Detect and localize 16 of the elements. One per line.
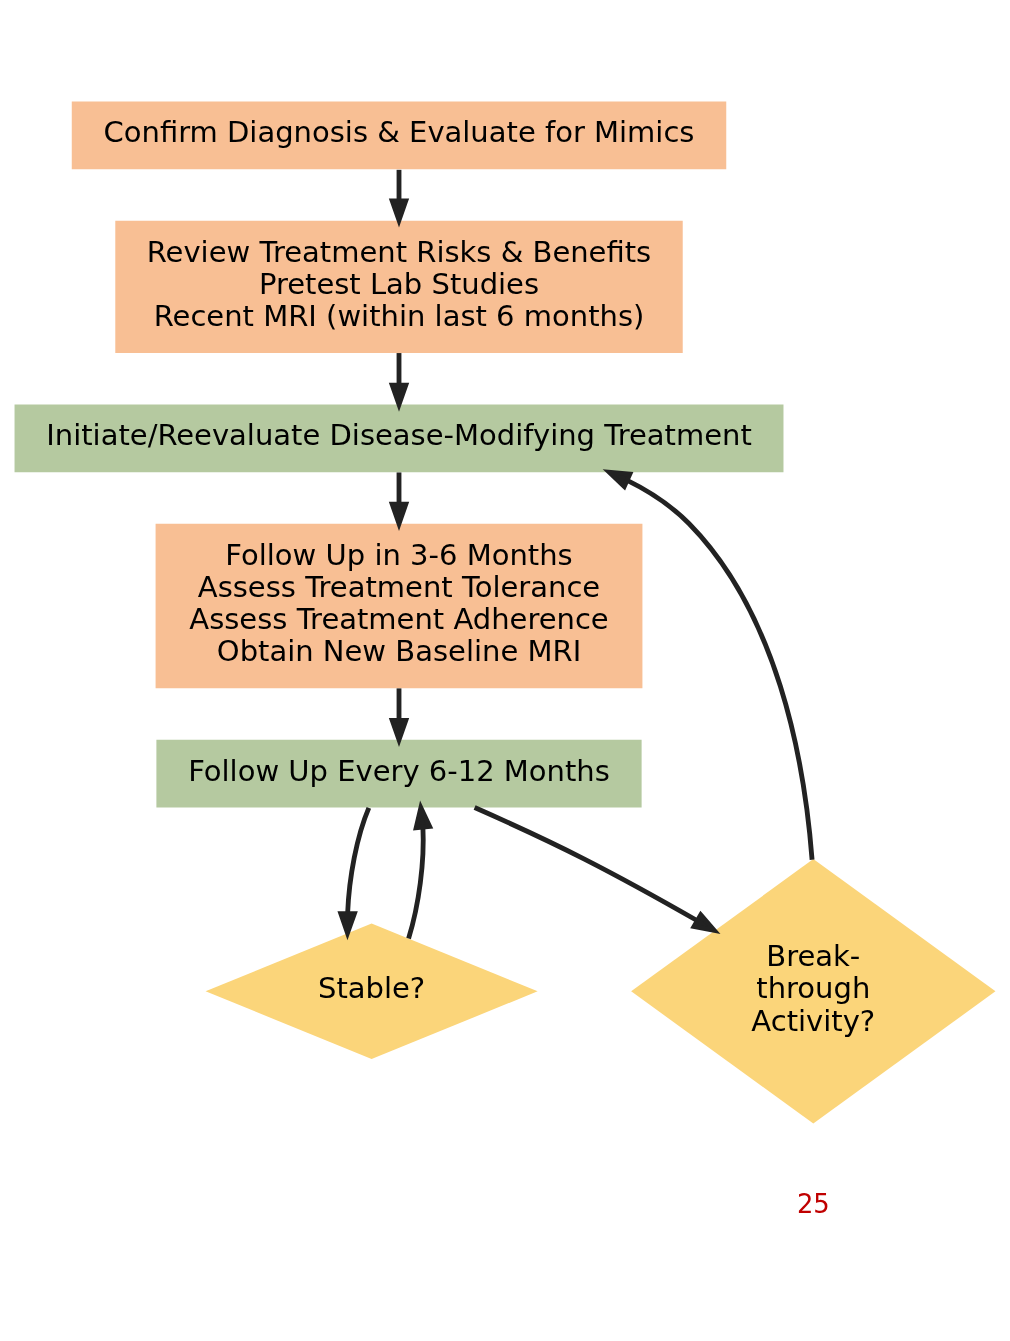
- arrow: [337, 806, 372, 941]
- arrow: [473, 805, 721, 935]
- arrow: [388, 688, 410, 747]
- arrow: [602, 469, 815, 860]
- arrow: [388, 472, 410, 531]
- node-box: Review Treatment Risks & Benefits Pretest Lab Studies Recent MRI (within last 6 months): [115, 220, 683, 353]
- arrow: [388, 353, 410, 412]
- node-box: Follow Up in 3-6 Months Assess Treatment Tolerance Assess Treatment Adherence Obtain New Baseline MRI: [155, 523, 643, 689]
- node-box: Confirm Diagnosis & Evaluate for Mimics: [71, 101, 727, 170]
- node-box: Follow Up Every 6-12 Months: [156, 739, 642, 808]
- node-diamond: Stable?: [205, 923, 538, 1059]
- arrow: [406, 800, 434, 940]
- node-diamond: Break-through Activity?: [631, 859, 996, 1124]
- node-box: Initiate/Reevaluate Disease-Modifying Treatment: [14, 404, 784, 473]
- arrow: [388, 169, 410, 228]
- label: 25: [796, 1189, 830, 1220]
